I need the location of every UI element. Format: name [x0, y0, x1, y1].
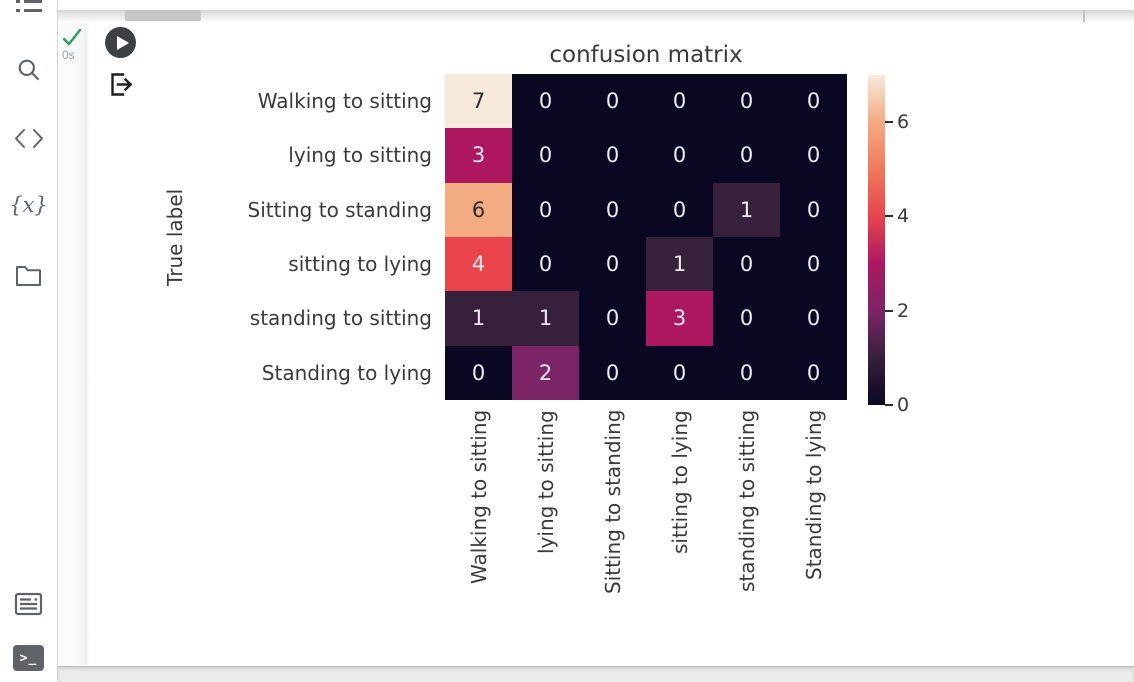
- y-tick-label: Sitting to standing: [247, 197, 432, 222]
- heatmap-cell: 0: [780, 128, 847, 183]
- x-tick-label: sitting to lying: [667, 410, 692, 554]
- table-of-contents-glyph: [15, 0, 42, 13]
- heatmap-cell: 0: [579, 182, 646, 237]
- heatmap-cell: 0: [646, 345, 713, 400]
- heatmap-cell: 3: [445, 128, 512, 183]
- heatmap-cell: 0: [780, 236, 847, 292]
- heatmap-cell: 0: [646, 182, 713, 237]
- output-top-scroll-shadow: [58, 10, 1134, 23]
- colorbar: [868, 75, 885, 405]
- heatmap-cell: 0: [713, 236, 780, 292]
- heatmap-cell: 0: [512, 236, 579, 292]
- scrollbar-track-divider: [1083, 10, 1085, 22]
- cell-execution-time: 0s: [62, 48, 75, 62]
- search-icon[interactable]: [0, 56, 57, 83]
- heatmap-cell: 0: [713, 74, 780, 129]
- colorbar-tick-label: 4: [897, 205, 910, 228]
- colorbar-tick-label: 0: [897, 394, 910, 416]
- terminal-icon[interactable]: >_: [0, 645, 57, 671]
- heatmap-cell: 1: [646, 236, 713, 292]
- x-tick-label: Standing to lying: [801, 410, 826, 581]
- page-bottom-strip: [58, 666, 1134, 682]
- files-icon[interactable]: [0, 264, 57, 287]
- heatmap-cell: 0: [780, 345, 847, 400]
- run-cell-button[interactable]: [105, 27, 136, 58]
- heatmap-cell: 0: [512, 182, 579, 237]
- x-tick-label: Walking to sitting: [466, 410, 491, 585]
- heatmap-cell: 0: [579, 74, 646, 129]
- left-sidebar: {x} >_: [0, 0, 58, 681]
- heatmap-cell: 0: [579, 128, 646, 183]
- heatmap-cell: 0: [646, 128, 713, 183]
- heatmap-cell: 6: [445, 182, 512, 237]
- play-icon: [116, 35, 129, 50]
- y-tick-label: lying to sitting: [288, 143, 432, 168]
- heatmap-cell: 1: [445, 291, 512, 346]
- cell-left-gutter: [58, 23, 89, 665]
- y-tick-label: Walking to sitting: [257, 89, 432, 114]
- heatmap-cell: 0: [512, 74, 579, 129]
- x-tick-label: Sitting to standing: [600, 410, 625, 595]
- cell-success-check-icon: [62, 28, 82, 51]
- variables-icon[interactable]: {x}: [9, 193, 48, 217]
- open-output-in-tab-icon[interactable]: [109, 71, 135, 102]
- heatmap-cell: 1: [713, 182, 780, 237]
- heatmap-cell: 0: [713, 291, 780, 346]
- heatmap-cell: 2: [512, 345, 579, 400]
- heatmap-cell: 0: [579, 236, 646, 292]
- heatmap-cell: 0: [579, 345, 646, 400]
- colorbar-tick-mark: [885, 121, 893, 124]
- y-tick-label: standing to sitting: [249, 306, 432, 331]
- heatmap-cell: 0: [780, 291, 847, 346]
- colorbar-tick-label: 2: [897, 299, 910, 322]
- y-tick-label: sitting to lying: [288, 252, 432, 277]
- heatmap-cell: 0: [780, 74, 847, 129]
- heatmap-cell: 1: [512, 291, 579, 346]
- heatmap-cell: 0: [713, 128, 780, 183]
- colorbar-tick-mark: [885, 309, 893, 312]
- terminal-glyph: >_: [13, 645, 44, 671]
- editor-shortcuts-icon[interactable]: [0, 591, 57, 617]
- code-snippets-icon[interactable]: [0, 127, 57, 150]
- heatmap-cell: 4: [445, 236, 512, 292]
- horizontal-scrollbar-thumb[interactable]: [125, 10, 201, 21]
- heatmap-cell: 0: [780, 182, 847, 237]
- y-tick-label: Standing to lying: [261, 360, 432, 385]
- table-of-contents-icon[interactable]: [0, 0, 57, 13]
- x-tick-label: lying to sitting: [533, 410, 558, 554]
- chart-title: confusion matrix: [549, 42, 743, 68]
- heatmap-cell: 0: [646, 74, 713, 129]
- heatmap-cell: 3: [646, 291, 713, 346]
- heatmap-cell: 0: [512, 128, 579, 183]
- heatmap-cell: 0: [713, 345, 780, 400]
- colorbar-tick-label: 6: [897, 111, 910, 134]
- heatmap-cell: 0: [445, 345, 512, 400]
- colorbar-tick-mark: [885, 404, 893, 406]
- x-tick-label: standing to sitting: [734, 410, 759, 593]
- heatmap-cell: 7: [445, 74, 512, 129]
- heatmap-cell: 0: [579, 291, 646, 346]
- colorbar-tick-mark: [885, 215, 893, 218]
